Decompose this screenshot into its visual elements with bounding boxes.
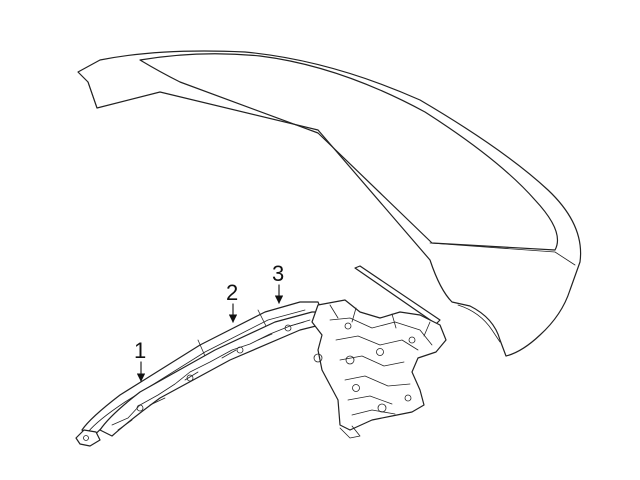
callout-label-3: 3 (272, 261, 284, 286)
seal-strip-assembly (75, 301, 333, 447)
callout-label-2: 2 (226, 280, 238, 305)
callout-2: 2 (226, 280, 238, 323)
callout-3: 3 (272, 261, 284, 304)
hinge-bracket-mechanism (311, 299, 447, 439)
support-rod (354, 265, 441, 325)
rear-window-panel (77, 50, 582, 357)
callout-1: 1 (134, 338, 146, 382)
callout-label-1: 1 (134, 338, 146, 363)
